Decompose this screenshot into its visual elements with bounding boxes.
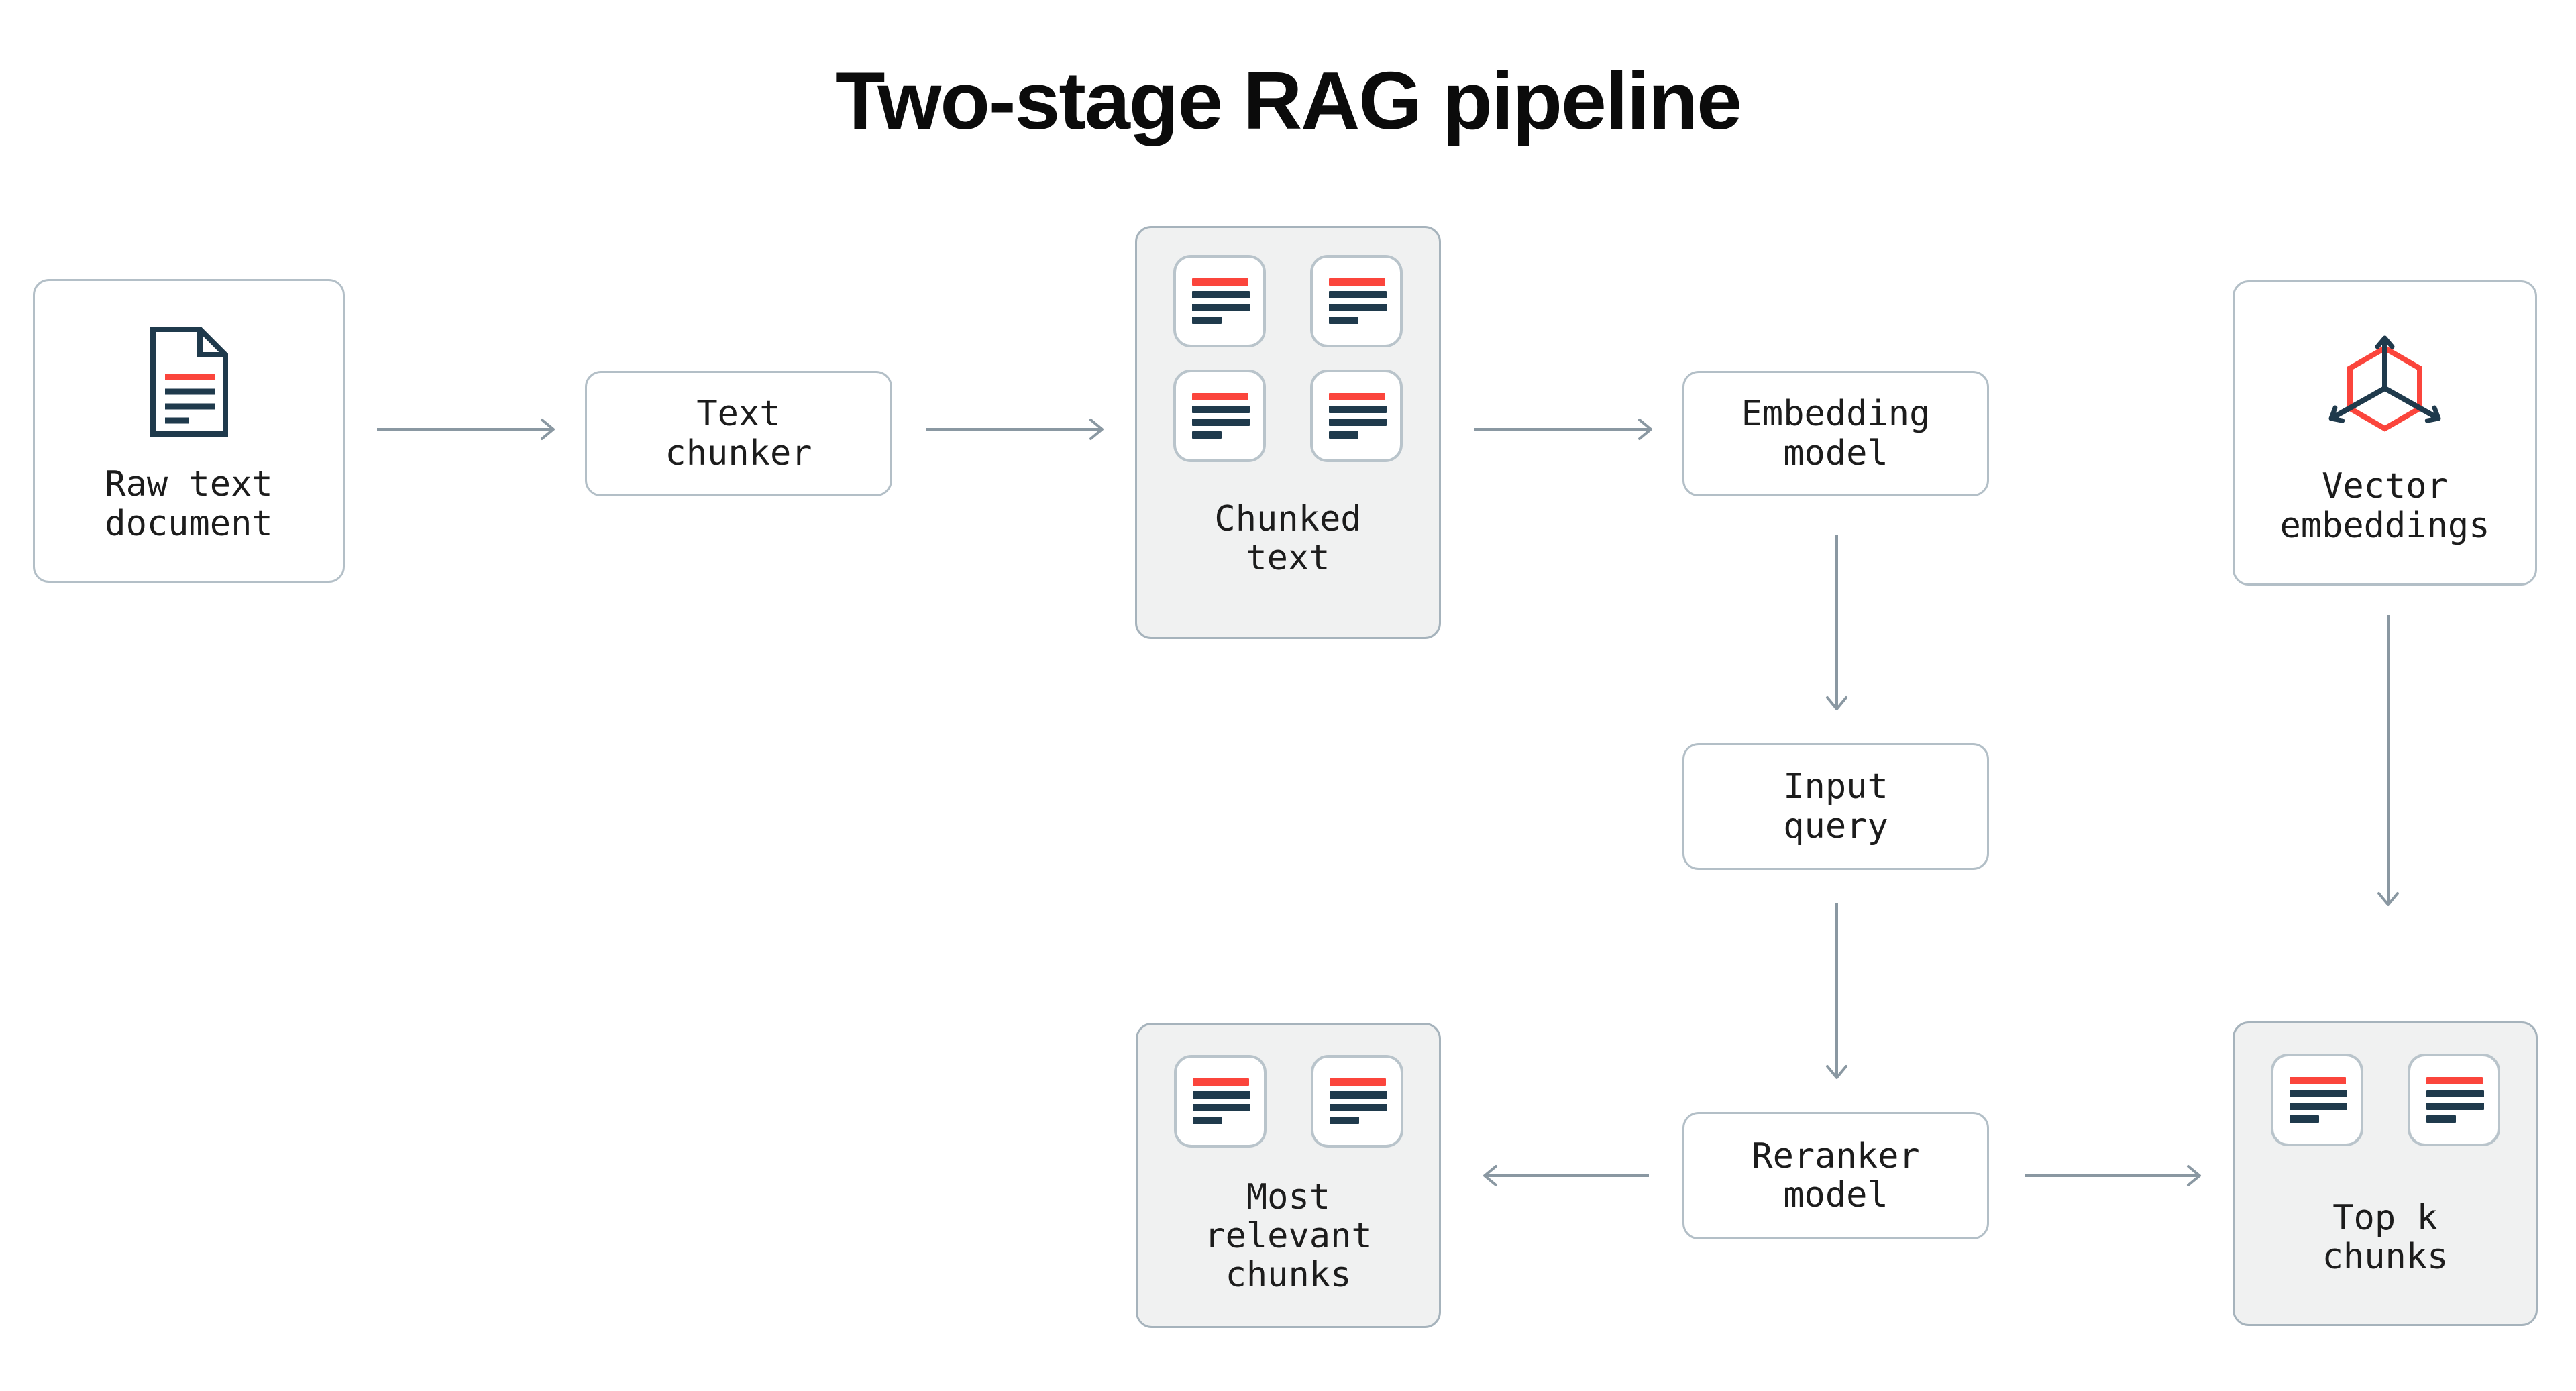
chunk-line-short	[1192, 431, 1222, 439]
chunk-line-full	[1329, 1091, 1387, 1099]
chunk-line-red	[1329, 278, 1385, 286]
chunk-line-short	[2289, 1115, 2319, 1123]
chunk-line-short	[1329, 1117, 1359, 1124]
chunk-line-full	[1329, 291, 1387, 298]
node-raw-text-document: Raw text document	[33, 279, 345, 583]
text-chunk-icon	[2270, 1054, 2363, 1146]
chunk-line-full	[2289, 1090, 2347, 1097]
chunk-line-full	[1192, 1104, 1250, 1111]
node-label: Input query	[1783, 767, 1888, 846]
node-label: Embedding model	[1741, 394, 1931, 474]
text-chunk-icon	[1310, 255, 1403, 347]
chunk-line-full	[1192, 304, 1250, 311]
node-label: Most relevant chunks	[1204, 1177, 1373, 1296]
node-label: Reranker model	[1752, 1135, 1920, 1215]
node-chunked-text: Chunked text	[1135, 226, 1441, 639]
node-input-query: Input query	[1682, 743, 1989, 870]
chunk-line-red	[1192, 278, 1248, 286]
node-label: Top k chunks	[2322, 1198, 2449, 1278]
chunk-icon-row	[1173, 1055, 1403, 1148]
chunk-line-short	[1192, 1117, 1222, 1124]
diagram-title: Two-stage RAG pipeline	[835, 55, 1742, 146]
node-embedding-model: Embedding model	[1682, 371, 1989, 496]
chunk-line-red	[1329, 393, 1385, 400]
chunk-line-red	[1192, 1078, 1249, 1086]
chunk-line-full	[2289, 1103, 2347, 1110]
chunk-line-full	[1329, 419, 1387, 426]
text-chunk-icon	[1310, 1055, 1403, 1148]
chunk-line-full	[2426, 1090, 2484, 1097]
chunk-line-full	[1329, 1104, 1387, 1111]
node-vector-embeddings: Vector embeddings	[2233, 280, 2537, 586]
chunk-icon-row	[2270, 1054, 2500, 1146]
vector-axes-icon	[2328, 335, 2441, 432]
chunk-line-full	[1192, 419, 1250, 426]
node-reranker-model: Reranker model	[1682, 1112, 1989, 1239]
text-chunk-icon	[1173, 255, 1266, 347]
chunk-line-short	[1329, 317, 1358, 324]
node-label: Raw text document	[105, 464, 273, 544]
text-chunk-icon	[1310, 370, 1403, 462]
chunk-line-full	[2426, 1103, 2484, 1110]
chunk-line-red	[1192, 393, 1248, 400]
chunk-icon-grid	[1173, 255, 1403, 462]
chunk-line-full	[1192, 291, 1250, 298]
text-chunk-icon	[1173, 1055, 1267, 1148]
node-text-chunker: Text chunker	[585, 371, 892, 496]
chunk-line-red	[1329, 1078, 1386, 1086]
text-chunk-icon	[2407, 1054, 2500, 1146]
node-label: Vector embeddings	[2279, 466, 2490, 546]
chunk-line-red	[2289, 1077, 2346, 1084]
chunk-line-full	[1329, 406, 1387, 413]
chunk-line-full	[1192, 406, 1250, 413]
node-top-k-chunks: Top k chunks	[2233, 1021, 2538, 1326]
chunk-line-full	[1329, 304, 1387, 311]
node-label: Chunked text	[1214, 499, 1362, 579]
node-label: Text chunker	[665, 394, 812, 474]
text-chunk-icon	[1173, 370, 1266, 462]
document-icon	[150, 327, 228, 437]
chunk-line-short	[1329, 431, 1358, 439]
chunk-line-short	[2426, 1115, 2456, 1123]
chunk-line-short	[1192, 317, 1222, 324]
chunk-line-red	[2426, 1077, 2483, 1084]
node-most-relevant-chunks: Most relevant chunks	[1136, 1023, 1441, 1328]
chunk-line-full	[1192, 1091, 1250, 1099]
